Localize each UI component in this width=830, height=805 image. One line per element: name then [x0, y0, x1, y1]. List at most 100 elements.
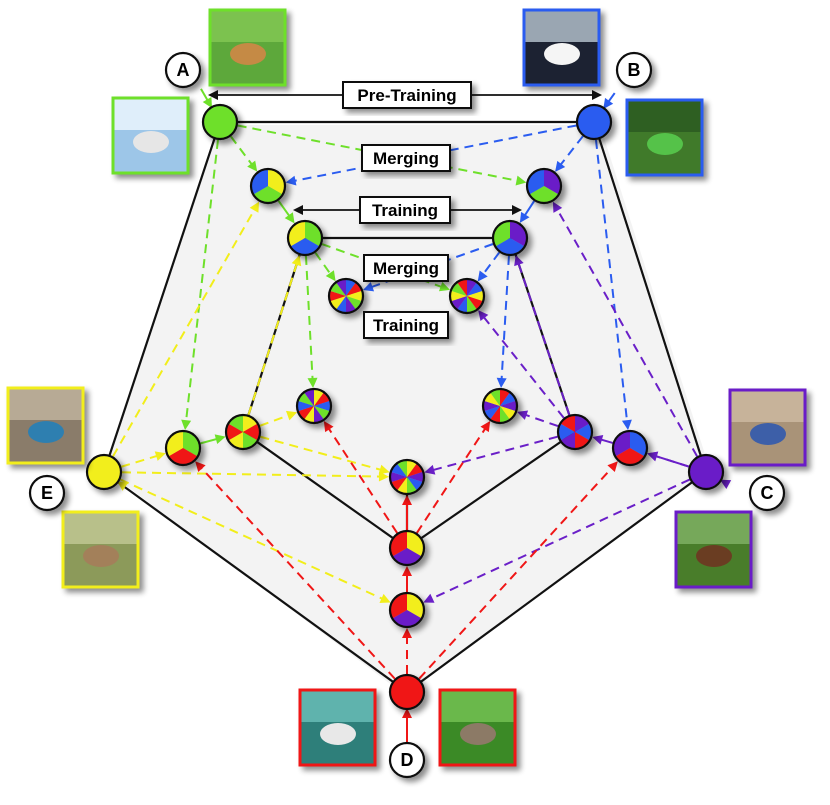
thumbnail-frame [625, 98, 704, 177]
merge-arrow-line [237, 124, 521, 183]
frog-thumbnail [625, 98, 704, 177]
node-slice [575, 423, 592, 441]
merged-node-iA [327, 277, 365, 315]
arrowhead [293, 205, 303, 215]
vertex-circle [85, 453, 123, 491]
vertex-label-e: E [28, 474, 66, 512]
arrowhead [592, 90, 602, 100]
background-shadow [105, 125, 710, 695]
node-slice [397, 477, 407, 494]
node-slice [397, 460, 407, 477]
arrowhead [247, 160, 258, 172]
vertex-node-d [388, 673, 426, 711]
nodes [85, 103, 725, 711]
merged-node-L1 [164, 429, 202, 467]
node-outline [481, 387, 519, 425]
merged-node-center [388, 458, 426, 496]
merge-arrow-line [418, 465, 615, 680]
node-slice [314, 406, 324, 423]
node-slice [253, 186, 283, 203]
merge-arrow-line [522, 412, 559, 428]
node-slice [467, 279, 477, 296]
node-slice [500, 406, 510, 423]
thumbnail-frame [522, 8, 601, 87]
deer-thumbnail [61, 510, 140, 589]
merging-outer-label-text: Merging [373, 149, 439, 168]
arrowhead [496, 377, 507, 389]
arrowhead [202, 96, 213, 109]
solid-edge [102, 121, 222, 473]
node-slice [346, 279, 356, 296]
thumbnail-subject [544, 43, 580, 65]
arrowhead [607, 461, 618, 473]
vertex-node-a [201, 103, 239, 141]
thumbnail-sky [63, 512, 138, 544]
merge-arrow-line [291, 124, 577, 183]
truck-thumbnail [6, 386, 85, 465]
node-slice [457, 279, 467, 296]
solid-edge [406, 431, 576, 549]
arrowhead [514, 255, 524, 267]
dog-thumbnail [208, 8, 287, 87]
node-slice [450, 290, 467, 302]
node-slice [390, 471, 407, 483]
arrowhead [208, 90, 218, 100]
arrowhead [438, 281, 451, 292]
thumbnail-frame [438, 688, 517, 767]
vertex-label-a: A [164, 51, 202, 89]
thumbnail-sky [113, 98, 188, 130]
merged-node-iR [481, 387, 519, 425]
node-slice [392, 548, 422, 565]
solid-edge [103, 471, 408, 693]
horse-thumbnail [674, 510, 753, 589]
merged-node-D1 [388, 591, 426, 629]
vertex-circle [388, 673, 426, 711]
node-slice [336, 279, 346, 296]
car-thumbnail [522, 8, 601, 87]
merge-arrow-line [429, 435, 558, 472]
vertex-label-d: D [388, 741, 426, 779]
arrowhead [603, 97, 614, 109]
arrowhead [402, 708, 412, 718]
vertex-label-b: B [615, 51, 653, 89]
node-slice [314, 400, 332, 412]
labels: Pre-Training Merging Training Merging Tr… [342, 81, 472, 339]
arrowhead [477, 270, 488, 282]
arrowhead [424, 464, 436, 475]
arrowhead [195, 461, 206, 473]
training-outer-label: Training [359, 196, 451, 224]
node-slice [304, 389, 314, 406]
node-slice [346, 296, 356, 313]
vertex-node-b [575, 103, 613, 141]
arrowhead [621, 419, 632, 431]
merged-node-tA [286, 219, 324, 257]
node-slice [483, 400, 500, 412]
merged-node-R1 [611, 429, 649, 467]
merge-arrow-line [481, 314, 565, 419]
node-slice [407, 460, 417, 477]
thumbnail-subject [320, 723, 356, 745]
thumbnail-sky [730, 390, 805, 422]
merge-arrow-line [314, 252, 333, 277]
node-outline [491, 219, 529, 257]
pretraining-label: Pre-Training [342, 81, 472, 109]
arrowhead [379, 593, 391, 603]
vertex-label-circle [615, 51, 653, 89]
solid-edge [406, 471, 707, 693]
training-inner-label: Training [363, 311, 449, 339]
node-slice [336, 296, 346, 313]
node-slice [558, 423, 575, 441]
arrowhead [307, 377, 318, 389]
thumbnail-subject [28, 421, 64, 443]
thumbnail-sky [676, 512, 751, 544]
node-outline [388, 591, 426, 629]
merging-outer-label: Merging [361, 144, 451, 172]
node-slice [467, 290, 485, 302]
bird-thumbnail [728, 388, 807, 467]
merge-arrow-line [304, 255, 314, 383]
vertex-label-circle [748, 474, 786, 512]
arrowhead [214, 434, 226, 445]
thumbnail-frame [674, 510, 753, 589]
vertex-node-c [687, 453, 725, 491]
